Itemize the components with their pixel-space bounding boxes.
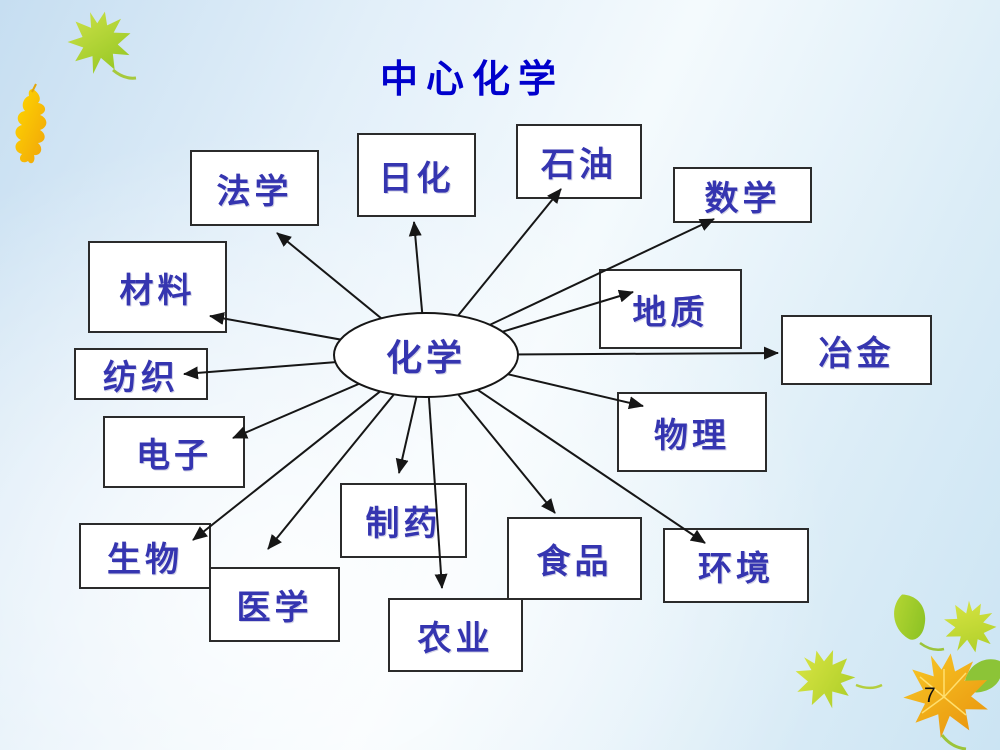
yellow-green-maple-leaf-icon	[788, 643, 883, 716]
node-label-shengwu: 生物	[107, 541, 183, 579]
node-label-dianzi: 电子	[136, 437, 212, 475]
arrow-dianzi	[232, 354, 427, 439]
node-label-rihua: 日化	[378, 160, 455, 198]
node-label-shipin: 食品	[536, 544, 613, 581]
node-yejin: 冶金	[781, 315, 932, 385]
leaf-decoration-top-left	[15, 5, 138, 164]
node-label-faxue: 法学	[216, 173, 293, 211]
arrow-rihua	[408, 221, 427, 356]
node-label-huanjing: 环境	[698, 551, 774, 588]
green-round-leaf-icon	[887, 589, 945, 651]
node-huanjing: 环境	[663, 528, 809, 603]
node-wuli: 物理	[617, 392, 767, 472]
node-label-zhiyao: 制药	[365, 506, 442, 543]
node-rihua: 日化	[357, 133, 476, 217]
node-fangzhi: 纺织	[74, 348, 208, 400]
arrow-wuli	[425, 354, 644, 410]
page-number: 7	[924, 684, 936, 707]
center-ellipse	[333, 312, 519, 398]
node-label-cailiao: 材料	[119, 272, 196, 310]
node-label-shuxue: 数学	[704, 180, 781, 218]
center-node-label: 化学	[385, 338, 466, 378]
node-dizhi: 地质	[599, 269, 742, 349]
node-label-wuli: 物理	[654, 417, 730, 455]
arrow-faxue	[276, 232, 427, 356]
node-shipin: 食品	[507, 517, 642, 600]
node-label-dizhi: 地质	[632, 294, 709, 332]
arrow-fangzhi	[183, 354, 427, 380]
node-label-shiyou: 石油	[541, 147, 617, 184]
page-title: 中心化学	[380, 59, 565, 101]
node-label-yixue: 医学	[236, 590, 313, 627]
node-nongye: 农业	[388, 598, 523, 672]
orange-maple-leaf-icon	[898, 647, 995, 750]
arrow-yejin	[425, 346, 779, 360]
arrow-zhiyao	[395, 354, 427, 474]
yellow-green-maple-leaf-icon	[933, 591, 1000, 664]
arrow-cailiao	[209, 312, 427, 356]
node-shengwu: 生物	[79, 523, 211, 589]
node-label-yejin: 冶金	[818, 335, 895, 373]
node-zhiyao: 制药	[340, 483, 467, 558]
node-label-fangzhi: 纺织	[103, 359, 179, 397]
leaf-decoration-bottom-right	[788, 589, 1000, 750]
node-shuxue: 数学	[673, 167, 812, 223]
node-label-nongye: 农业	[417, 620, 494, 658]
node-faxue: 法学	[190, 150, 319, 226]
node-yixue: 医学	[209, 567, 340, 642]
node-shiyou: 石油	[516, 124, 642, 199]
yellow-oak-leaf-icon	[15, 83, 47, 164]
green-maple-leaf-icon	[62, 5, 138, 81]
node-cailiao: 材料	[88, 241, 227, 333]
node-dianzi: 电子	[103, 416, 245, 488]
